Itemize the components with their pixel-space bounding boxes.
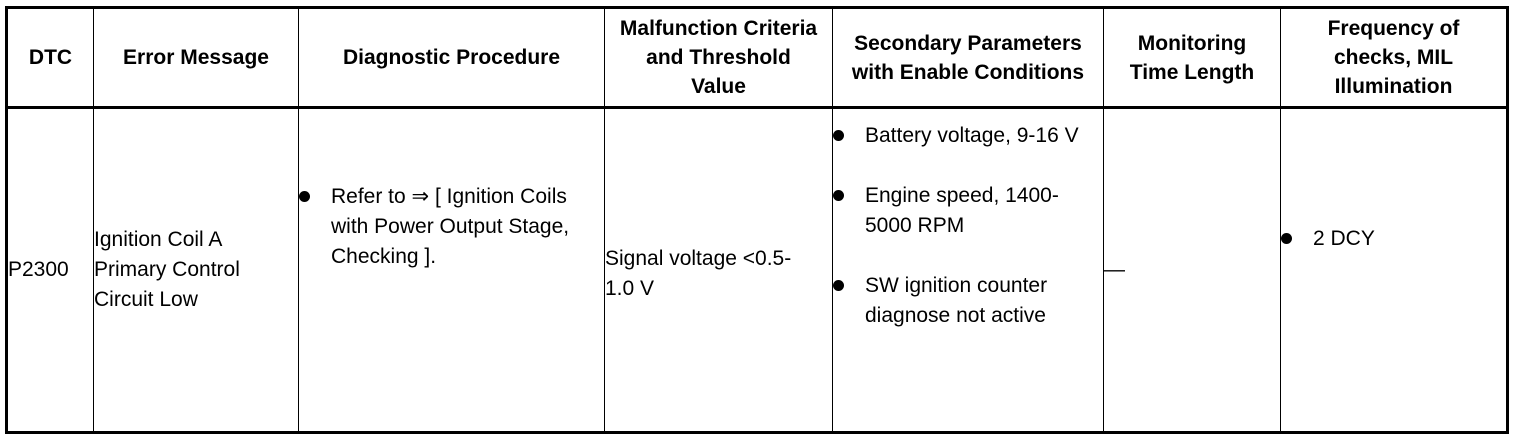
secondary-parameter-text: SW ignition counter diagnose not active <box>865 274 1048 327</box>
bullet-dot-icon <box>833 130 844 141</box>
cell-diagnostic-procedure: Refer to ⇒ [ Ignition Coils with Power O… <box>298 107 605 433</box>
frequency-text: 2 DCY <box>1313 227 1375 250</box>
list-item: 2 DCY <box>1281 224 1506 254</box>
list-item: Refer to ⇒ [ Ignition Coils with Power O… <box>299 182 604 272</box>
table-header-row: DTC Error Message Diagnostic Procedure M… <box>6 7 1508 109</box>
frequency-list: 2 DCY <box>1281 224 1506 254</box>
error-message-text: Ignition Coil A Primary Control Circuit … <box>94 228 240 311</box>
list-item: SW ignition counter diagnose not active <box>833 271 1103 331</box>
dtc-table: DTC Error Message Diagnostic Procedure M… <box>5 6 1509 434</box>
cell-frequency: 2 DCY <box>1280 107 1508 433</box>
secondary-parameter-text: Engine speed, 1400-5000 RPM <box>865 184 1059 237</box>
header-dtc: DTC <box>6 7 94 109</box>
cell-monitoring-time: — <box>1103 107 1281 433</box>
procedure-link-text[interactable]: Refer to ⇒ [ Ignition Coils with Power O… <box>331 185 570 268</box>
cell-secondary-parameters: Battery voltage, 9-16 V Engine speed, 14… <box>832 107 1104 433</box>
bullet-dot-icon <box>1281 233 1292 244</box>
header-malfunction-criteria: Malfunction Criteria and Threshold Value <box>604 7 833 109</box>
secondary-parameter-text: Battery voltage, 9-16 V <box>865 124 1079 147</box>
table-row: P2300 Ignition Coil A Primary Control Ci… <box>6 107 1508 433</box>
header-monitoring-time: Monitoring Time Length <box>1103 7 1281 109</box>
secondary-parameters-list: Battery voltage, 9-16 V Engine speed, 14… <box>833 121 1103 331</box>
bullet-dot-icon <box>833 280 844 291</box>
list-item: Engine speed, 1400-5000 RPM <box>833 181 1103 241</box>
header-secondary-parameters: Secondary Parameters with Enable Conditi… <box>832 7 1104 109</box>
bullet-dot-icon <box>833 190 844 201</box>
cell-error-message: Ignition Coil A Primary Control Circuit … <box>93 107 299 433</box>
malfunction-criteria-text: Signal voltage <0.5-1.0 V <box>605 247 792 300</box>
cell-malfunction-criteria: Signal voltage <0.5-1.0 V <box>604 107 833 433</box>
bullet-dot-icon <box>299 191 310 202</box>
procedure-list: Refer to ⇒ [ Ignition Coils with Power O… <box>299 182 604 272</box>
header-frequency: Frequency of checks, MIL Illumination <box>1280 7 1508 109</box>
header-error-message: Error Message <box>93 7 299 109</box>
cell-dtc: P2300 <box>6 107 94 433</box>
header-diagnostic-procedure: Diagnostic Procedure <box>298 7 605 109</box>
list-item: Battery voltage, 9-16 V <box>833 121 1103 151</box>
